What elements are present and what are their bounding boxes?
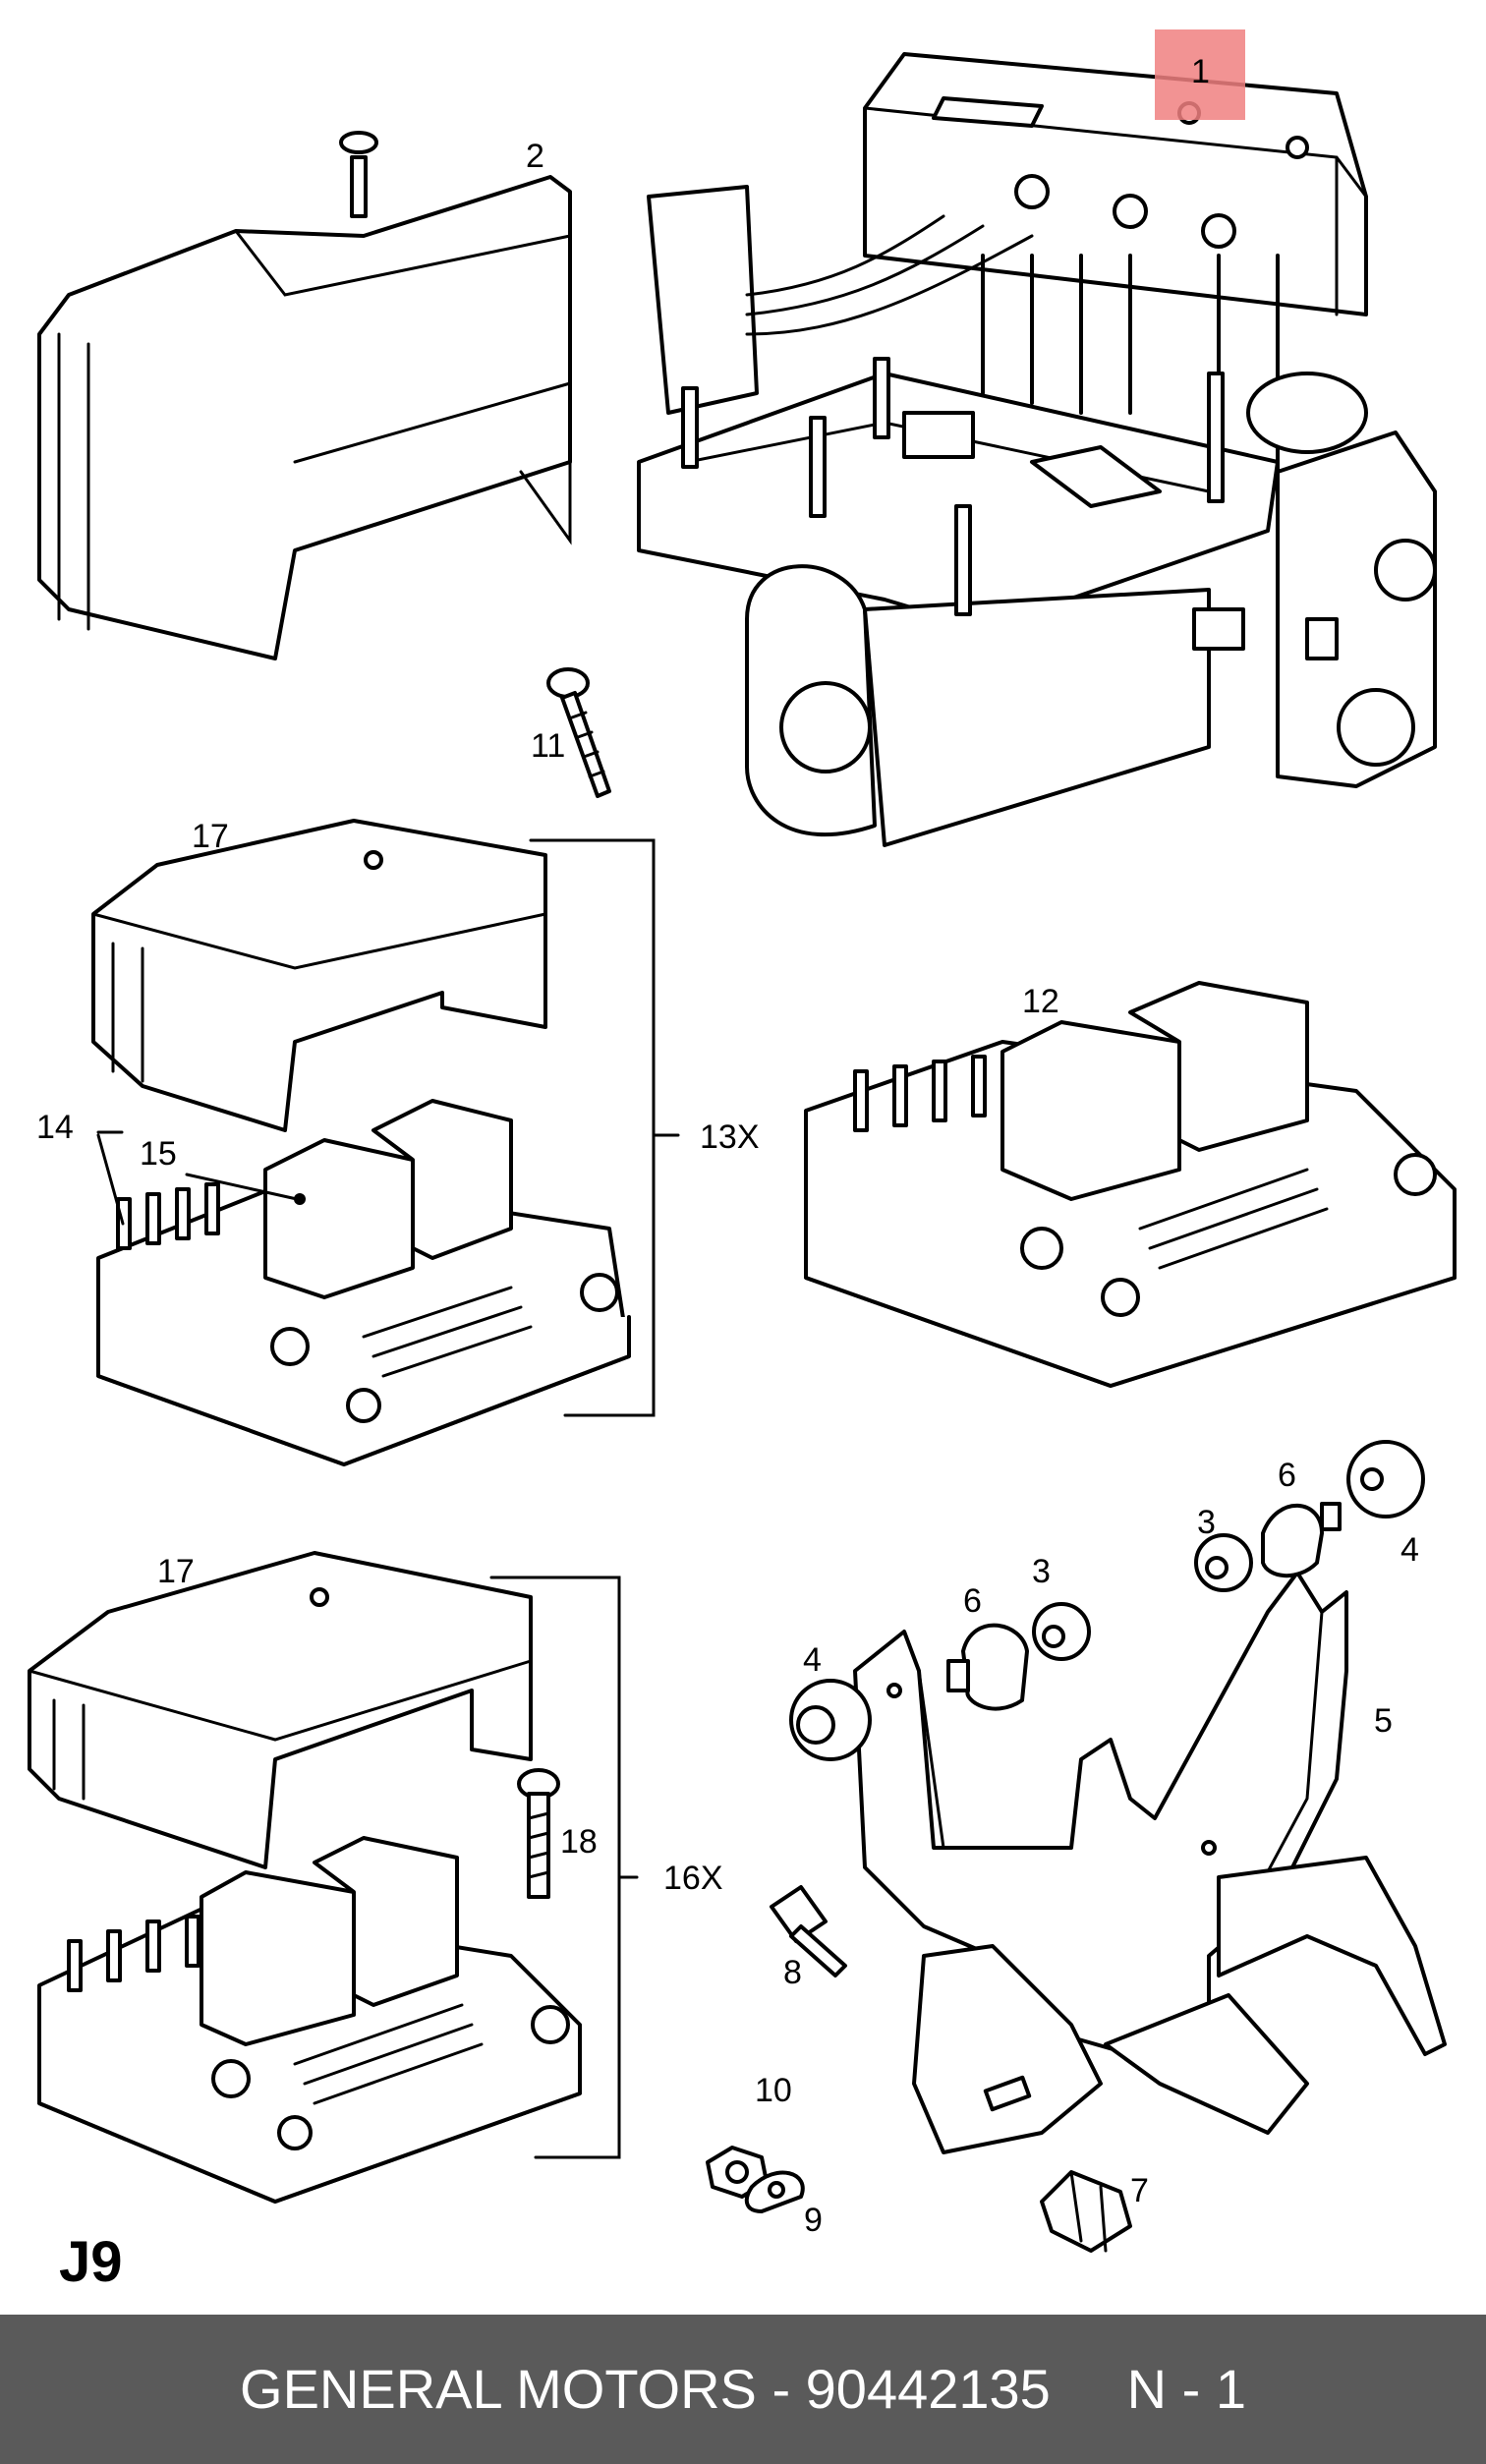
callout-18: 18: [560, 1823, 598, 1861]
callout-6-right: 6: [1278, 1457, 1296, 1494]
callout-5: 5: [1374, 1702, 1393, 1740]
callout-11: 11: [531, 727, 565, 765]
callout-17-lower: 17: [157, 1553, 195, 1590]
callout-3-right: 3: [1197, 1504, 1216, 1541]
callout-1: 1: [1191, 53, 1210, 90]
page-code: J9: [59, 2230, 123, 2294]
part-4-grommet-right: [1346, 1440, 1425, 1519]
callout-4-right: 4: [1400, 1531, 1419, 1569]
part-4-grommet-left: [789, 1679, 872, 1761]
part-17-cover-upper: [91, 819, 547, 1132]
part-12-relay-module: [804, 981, 1457, 1388]
callout-12: 12: [1022, 983, 1059, 1020]
part-16-relay-module-lower: [37, 1836, 582, 2204]
callout-9: 9: [804, 2202, 823, 2239]
callout-7: 7: [1130, 2172, 1149, 2209]
exploded-parts-diagram: 1 2 11 17 14 15 13X 12 17 18 16X 3 6 4 6…: [28, 29, 1457, 2253]
callout-15: 15: [140, 1135, 177, 1173]
footer-bar: [0, 2315, 1486, 2464]
part-11-screw: [546, 667, 611, 798]
part-1-modulator: [637, 52, 1437, 847]
callout-6-left: 6: [963, 1582, 982, 1620]
part-9-washer: [744, 2170, 805, 2213]
part-5-bracket: [853, 1571, 1447, 2154]
callout-17-upper: 17: [192, 818, 229, 855]
callout-4-left: 4: [803, 1641, 822, 1679]
part-3-bushing-right: [1194, 1533, 1253, 1592]
part-6-grommet-right: [1261, 1502, 1342, 1578]
callout-14: 14: [36, 1109, 74, 1146]
part-2-cover: [37, 131, 572, 660]
callout-2: 2: [526, 138, 544, 175]
bracket-13x: [529, 838, 680, 1417]
part-7-clip: [1040, 2170, 1132, 2253]
part-18-screw: [517, 1768, 560, 1899]
leader-14-15: [96, 1130, 299, 1226]
callout-13x: 13X: [700, 1118, 760, 1156]
callout-3-left: 3: [1032, 1553, 1051, 1590]
part-14-15-relay-module-upper: [96, 1099, 631, 1466]
bracket-16x: [489, 1576, 639, 2159]
part-17-cover-lower: [28, 1551, 533, 1869]
callout-10: 10: [755, 2072, 792, 2109]
callout-8: 8: [783, 1954, 802, 1991]
part-6-grommet-left: [946, 1623, 1029, 1711]
part-3-bushing-left: [1032, 1602, 1091, 1661]
part-8-bolt: [770, 1885, 847, 1977]
footer-text: GENERAL MOTORS - 90442135 N - 1: [240, 2358, 1246, 2420]
callout-16x: 16X: [663, 1860, 723, 1897]
callout-1-highlight: [1155, 29, 1245, 120]
